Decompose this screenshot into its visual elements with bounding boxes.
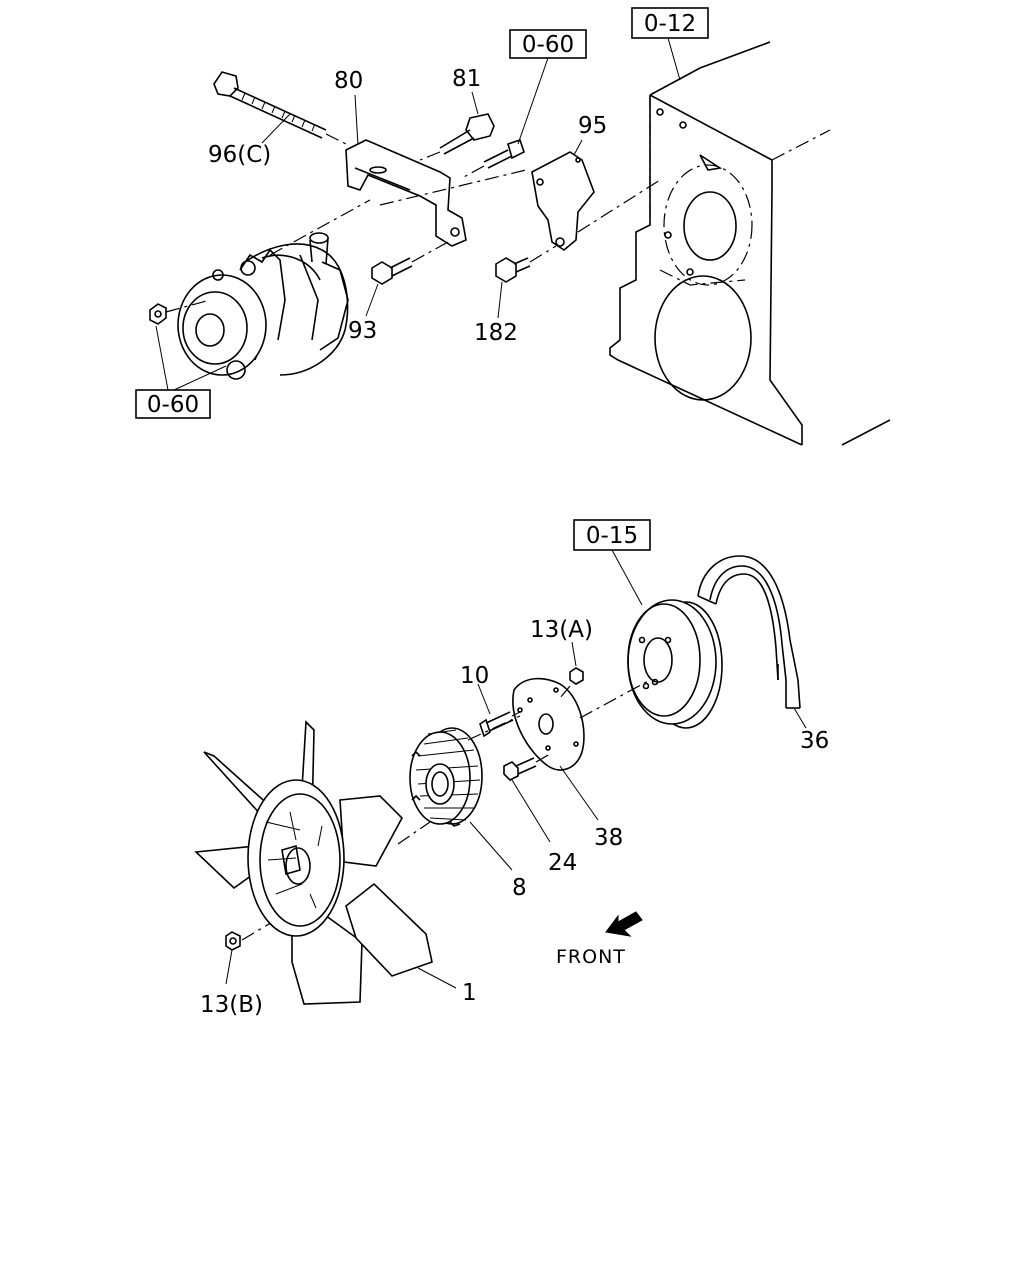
cooling-fan <box>194 720 457 1005</box>
ref-label-pulley: 0-15 <box>586 523 638 549</box>
ref-label-bolt: 0-60 <box>522 32 574 58</box>
alternator <box>177 232 349 380</box>
pulley <box>627 599 723 729</box>
front-label: FRONT <box>556 946 626 968</box>
v-belt <box>697 555 807 729</box>
ref-box-nut: 0-60 <box>135 325 227 419</box>
callout-81: 81 <box>452 66 481 92</box>
small-bolt <box>461 138 525 179</box>
callout-24: 24 <box>548 850 577 876</box>
ref-box-engine: 0-12 <box>631 7 709 81</box>
centerline-bracket <box>379 169 527 206</box>
plate-bracket <box>531 139 595 251</box>
bolt-182 <box>495 245 557 319</box>
ref-box-bolt: 0-60 <box>509 29 587 145</box>
centerline-alternator <box>269 199 371 256</box>
callout-95: 95 <box>578 113 607 139</box>
ref-label-nut: 0-60 <box>147 392 199 418</box>
callout-13b: 13(B) <box>200 992 263 1018</box>
nut-a <box>559 641 584 699</box>
bolt-93 <box>365 241 449 317</box>
bracket <box>345 94 467 247</box>
nut-b <box>225 931 241 985</box>
callout-8: 8 <box>512 875 527 901</box>
front-direction-indicator: FRONT <box>556 911 643 968</box>
callout-96c: 96(C) <box>208 142 271 168</box>
alternator-nut <box>149 299 211 325</box>
centerline-fan <box>397 821 431 845</box>
bolt-24 <box>503 753 551 843</box>
callout-13a: 13(A) <box>530 617 593 643</box>
callout-36: 36 <box>800 728 829 754</box>
ref-box-pulley: 0-15 <box>573 519 651 606</box>
ref-label-engine: 0-12 <box>644 11 696 37</box>
engine-block <box>609 41 891 446</box>
centerline-pulley <box>579 679 651 719</box>
stud <box>477 683 521 738</box>
flange-plate <box>512 677 599 821</box>
callout-38: 38 <box>594 825 623 851</box>
long-bolt <box>213 71 351 147</box>
callout-labels: 96(C) 80 81 95 93 182 13(A) 10 36 38 24 … <box>200 66 829 1018</box>
callout-93: 93 <box>348 318 377 344</box>
callout-80: 80 <box>334 68 363 94</box>
centerline-clutch <box>467 715 521 741</box>
bolt-81 <box>419 91 495 161</box>
callout-1: 1 <box>462 980 477 1006</box>
callout-10: 10 <box>460 663 489 689</box>
callout-182: 182 <box>474 320 518 346</box>
front-arrow-icon <box>605 911 643 937</box>
centerline-engine <box>577 179 661 233</box>
fan-clutch <box>409 727 513 871</box>
